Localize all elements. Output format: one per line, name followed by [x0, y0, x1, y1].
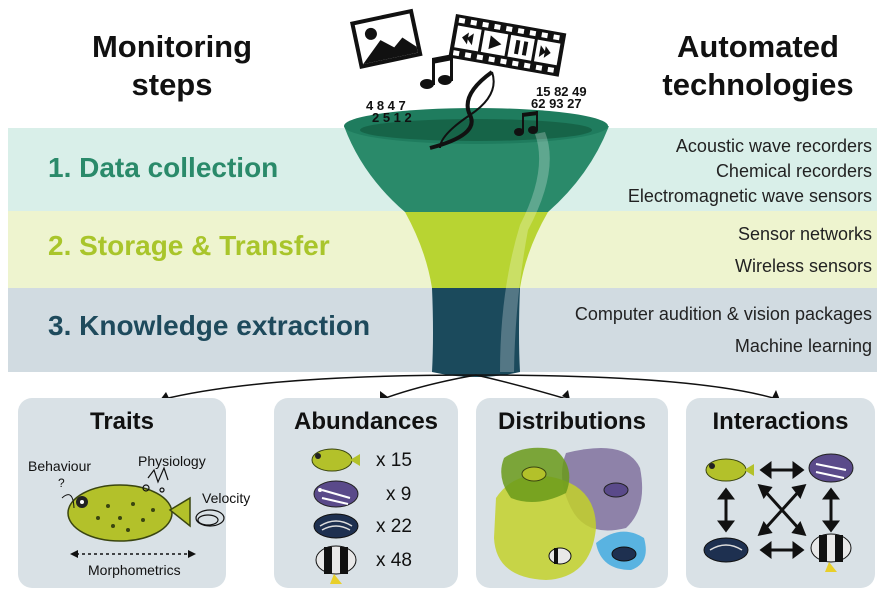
count-filefish: x 9 — [386, 484, 412, 505]
heading-right-line2: technologies — [662, 67, 854, 102]
label-question: ? — [58, 476, 65, 490]
distribution-map — [494, 447, 646, 580]
heading-left-line2: steps — [131, 67, 213, 102]
panel-title-distributions: Distributions — [498, 408, 646, 435]
traits-illustration — [61, 466, 225, 558]
film-strip-icon — [448, 14, 567, 77]
step-data-collection: 1. Data collection — [48, 152, 279, 183]
tech-machine-learning: Machine learning — [734, 336, 872, 356]
funnel-highlight — [500, 132, 550, 372]
tech-wireless-sensors: Wireless sensors — [734, 256, 872, 276]
boxfish-icon — [311, 448, 360, 472]
funnel-section-storage — [405, 212, 548, 288]
funnel-numbers-left-2: 2 5 1 2 — [372, 110, 412, 125]
boxfish-large-icon — [67, 484, 191, 542]
tech-electromagnetic: Electromagnetic wave sensors — [627, 186, 872, 206]
music-note-small-icon — [514, 111, 538, 136]
step-knowledge-extraction: 3. Knowledge extraction — [48, 310, 371, 341]
interaction-arrows — [717, 461, 840, 559]
panel-title-abundances: Abundances — [293, 408, 439, 435]
step-storage-transfer: 2. Storage & Transfer — [48, 230, 330, 261]
label-velocity: Velocity — [202, 490, 251, 506]
abundance-fish — [311, 448, 360, 584]
count-angelfish: x 22 — [376, 516, 412, 537]
boxfish-icon — [705, 458, 754, 482]
funnel-numbers-right-1: 15 82 49 — [536, 84, 587, 99]
tech-chemical: Chemical recorders — [715, 161, 872, 181]
morphometrics-arrow — [70, 550, 196, 558]
heading-left-line1: Monitoring — [91, 29, 253, 64]
funnel-section-collection — [344, 126, 609, 212]
panel-abundances: Abundances x 15 x 9 x 22 x 48 — [274, 398, 458, 588]
butterflyfish-icon — [810, 533, 852, 572]
angelfish-icon — [703, 537, 749, 563]
dna-icon — [429, 70, 495, 150]
panel-interactions: Interactions — [686, 398, 875, 588]
count-boxfish: x 15 — [376, 450, 412, 471]
image-icon — [350, 8, 423, 69]
panel-traits: Traits Behaviour ? Physiology Velocity M… — [18, 398, 250, 588]
physiology-icon — [142, 466, 169, 493]
automated-technologies-heading: Automated technologies — [638, 28, 877, 104]
velocity-icon — [195, 509, 225, 527]
filefish-icon — [313, 480, 359, 508]
count-butterflyfish: x 48 — [376, 550, 412, 571]
funnel-mouth — [360, 119, 592, 141]
tech-sensor-networks: Sensor networks — [737, 224, 872, 244]
panel-title-interactions: Interactions — [712, 408, 849, 435]
label-morphometrics: Morphometrics — [88, 562, 181, 578]
monitoring-steps-heading: Monitoring steps — [52, 28, 292, 104]
tech-computer-vision: Computer audition & vision packages — [574, 304, 872, 324]
panel-title-traits: Traits — [89, 408, 155, 435]
filefish-icon — [808, 453, 854, 483]
label-behaviour: Behaviour — [28, 458, 92, 474]
heading-right-line1: Automated — [677, 29, 839, 64]
connector-arrows — [159, 374, 781, 401]
butterflyfish-icon — [315, 545, 357, 584]
music-note-icon — [420, 54, 453, 89]
label-physiology: Physiology — [138, 453, 206, 469]
angelfish-icon — [313, 513, 359, 539]
funnel-numbers-left-1: 4 8 4 7 — [366, 98, 406, 113]
interaction-network — [703, 453, 854, 572]
funnel-numbers-right-2: 62 93 27 — [531, 96, 582, 111]
tech-acoustic: Acoustic wave recorders — [675, 136, 872, 156]
funnel-section-extraction — [432, 288, 520, 377]
panel-distributions: Distributions — [476, 398, 668, 588]
